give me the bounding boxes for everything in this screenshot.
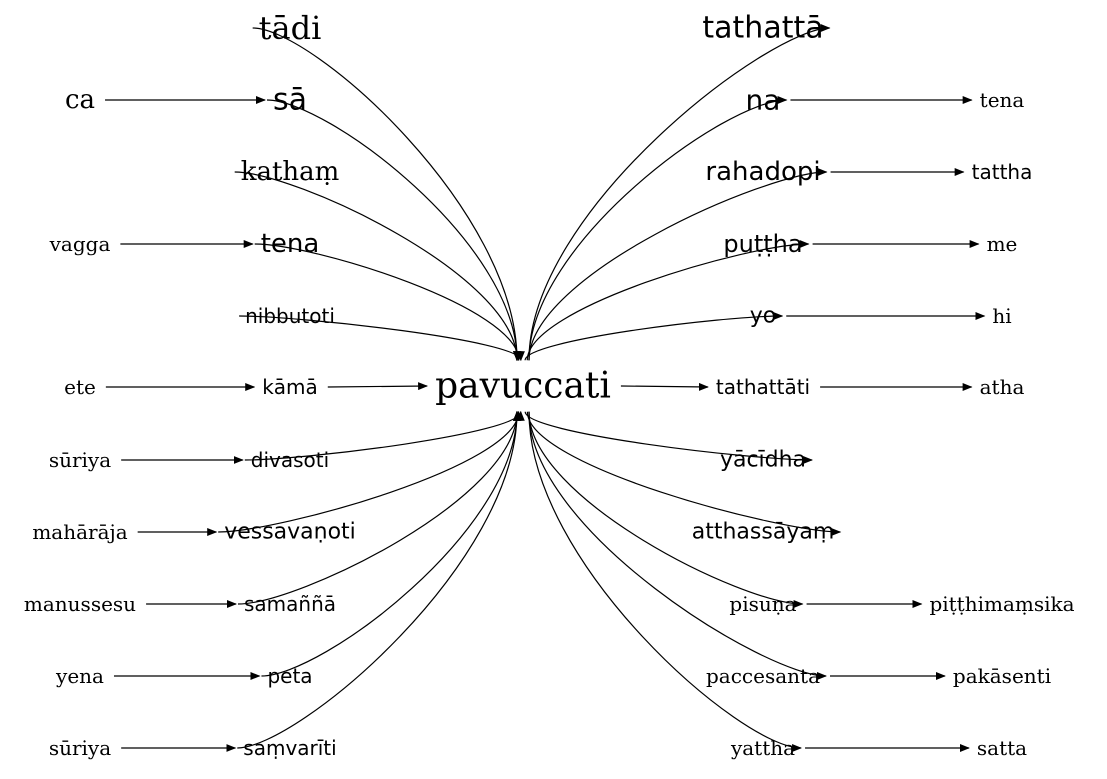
edge-pavuccati-to-yattha — [528, 411, 803, 752]
node-yattha: yattha — [730, 736, 795, 760]
node-atthassayam: atthassāyaṃ — [692, 520, 835, 545]
edge-pavuccati-to-puttha — [526, 240, 810, 361]
edge-pavuccati-to-yacidha — [524, 411, 814, 464]
node-tathatta: tathattā — [702, 11, 823, 46]
edge-pavuccati-to-rahadopi — [528, 168, 828, 361]
edge-pavuccati-to-tathattati — [620, 382, 709, 391]
node-tattha: tattha — [972, 160, 1033, 184]
node-maharaja: mahārāja — [32, 520, 127, 544]
node-peta: peta — [267, 664, 312, 688]
edge-katham-to-pavuccati — [234, 171, 521, 362]
edge-pavuccati-to-paccesanta — [528, 411, 827, 680]
node-samanna: samaññā — [244, 592, 336, 616]
node-pakasenti: pakāsenti — [953, 664, 1051, 688]
node-tathattati: tathattāti — [716, 375, 810, 399]
node-puttha: puṭṭha — [723, 230, 802, 258]
node-tadi: tādi — [259, 9, 322, 47]
node-vagga: vagga — [49, 232, 111, 256]
node-yacidha: yācīdha — [720, 448, 806, 473]
edge-kama-to-pavuccati — [327, 382, 429, 391]
edge-pavuccati-to-pisuna — [528, 411, 804, 608]
nodes-layer: pavuccati tādi ca sā kathaṃ vagga tena nibbutot… — [24, 9, 1075, 760]
node-suriya2: sūriya — [49, 736, 111, 760]
edge-tena-l-to-pavuccati — [254, 243, 523, 362]
node-satta: satta — [977, 736, 1027, 760]
node-tena-r: tena — [980, 88, 1025, 112]
node-katham: kathaṃ — [241, 157, 340, 187]
edge-pavuccati-to-tathatta — [528, 24, 831, 361]
node-tena-l: tena — [261, 229, 320, 259]
edge-pavuccati-to-yo — [524, 312, 784, 361]
node-hi: hi — [992, 304, 1011, 328]
node-pitthimamsika: piṭṭhimaṃsika — [929, 592, 1074, 616]
node-nibbutoti: nibbutoti — [245, 304, 335, 328]
node-vessavanoti: vessavaṇoti — [224, 520, 356, 545]
edge-tadi-to-pavuccati — [252, 27, 521, 362]
node-ca: ca — [65, 85, 95, 115]
node-manussesu: manussesu — [24, 592, 136, 616]
edge-samanna-to-pavuccati — [237, 410, 521, 605]
edge-samvariti-to-pavuccati — [237, 410, 521, 749]
edge-pavuccati-to-na — [528, 96, 788, 361]
node-divasoti: divasoti — [251, 448, 329, 472]
node-atha: atha — [980, 375, 1025, 399]
node-pavuccati: pavuccati — [435, 366, 611, 407]
node-yo: yo — [750, 304, 776, 329]
node-kama: kāmā — [262, 375, 318, 399]
node-rahadopi: rahadopi — [705, 157, 820, 187]
node-suriya1: sūriya — [49, 448, 111, 472]
edge-pavuccati-to-atthassayam — [526, 411, 842, 536]
edge-vessavanoti-to-pavuccati — [218, 410, 523, 533]
edge-peta-to-pavuccati — [261, 410, 521, 677]
node-na: na — [746, 84, 781, 117]
node-sa: sā — [273, 83, 307, 118]
node-yena: yena — [55, 664, 104, 688]
node-paccesanta: paccesanta — [706, 664, 820, 688]
node-me: me — [987, 232, 1018, 256]
edges-layer — [105, 24, 986, 752]
edge-divasoti-to-pavuccati — [244, 410, 525, 461]
node-ete: ete — [64, 375, 96, 399]
node-pisuna: pisuṇa — [729, 592, 796, 616]
node-samvariti: saṃvarīti — [243, 736, 336, 760]
edge-sa-to-pavuccati — [266, 99, 521, 362]
edge-nibbutoti-to-pavuccati — [239, 315, 525, 362]
